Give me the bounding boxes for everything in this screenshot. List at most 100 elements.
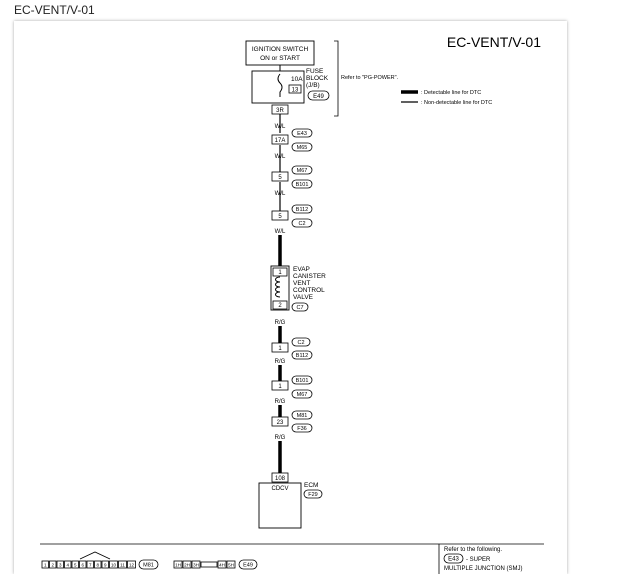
junction-5-pin-box (271, 380, 289, 391)
valve-connector: C7 (296, 305, 303, 311)
bottom-pin-a-9-box (101, 560, 109, 569)
bottom-pin-a-11: 11 (120, 563, 125, 568)
bottom-connector-a-pins: 1 2 3 4 5 6 7 8 9 10 11 12 (41, 560, 136, 569)
fuse-bracket (334, 40, 339, 117)
bottom-pin-a-5-box (71, 560, 79, 569)
bottom-pin-a-1-box (41, 560, 49, 569)
refer-following: Refer to the following. (444, 547, 502, 553)
junction-1-pin: 17A (275, 138, 286, 144)
junction-2-conn-a-oval (291, 165, 313, 175)
diagram-code: EC-VENT/V-01 (447, 34, 541, 50)
junction-6-pin: 23 (277, 420, 284, 426)
junction-1-pin-box (271, 134, 289, 145)
wire-color-4: W/L (275, 229, 286, 235)
junction-3-conn-b-oval (291, 218, 313, 228)
junction-2-conn-a: M67 (297, 168, 308, 174)
smj-text-1: - SUPER (466, 557, 491, 563)
ecm-box (258, 482, 302, 529)
ignition-label-1: IGNITION SWITCH (252, 46, 309, 53)
bottom-pin-a-2-box (49, 560, 57, 569)
fuse-block-label-1: FUSE (306, 68, 324, 75)
ignition-label-2: ON or START (260, 55, 300, 62)
wiring-diagram-sheet: EC-VENT/V-01 IGNITION SWITCH ON or START… (14, 21, 567, 574)
ecm-terminal: CDCV (271, 486, 288, 492)
junction-3-conn-a: B112 (296, 207, 308, 213)
bottom-connector-b-latch (200, 561, 218, 568)
junction-6-pin-box (271, 416, 289, 427)
junction-6-conn-b: F36 (297, 426, 306, 432)
junction-1-conn-b-oval (291, 142, 313, 152)
bottom-pin-a-7-box (86, 560, 94, 569)
junction-4-conn-b: B112 (296, 353, 308, 359)
valve-pin-top: 1 (278, 270, 282, 276)
bottom-pin-b-5-box (226, 560, 236, 569)
bottom-pin-a-11-box (118, 560, 127, 569)
bottom-connector-b-pins: 1H 2H 3H 4H 5H (173, 560, 236, 569)
smj-connector: E43 (448, 557, 459, 563)
fuse-symbol (277, 73, 283, 97)
bottom-pin-a-4: 4 (66, 563, 69, 568)
valve-coil-symbol (275, 276, 281, 298)
bottom-pin-b-3-box (191, 560, 201, 569)
junction-2-pin: 5 (278, 175, 282, 181)
valve-pin-bottom: 2 (278, 303, 282, 309)
bottom-connector-a-oval (138, 559, 159, 570)
wire-color-3: W/L (275, 191, 286, 197)
fuse-pin: 3R (276, 108, 284, 114)
bottom-pin-a-10-box (109, 560, 118, 569)
junction-5-conn-b: M67 (297, 392, 308, 398)
junction-5-pin: 1 (278, 384, 282, 390)
bottom-pin-a-8-box (94, 560, 102, 569)
bottom-pin-a-12: 12 (129, 563, 135, 568)
junction-2-conn-b: B101 (296, 182, 309, 188)
wire-color-8: R/G (275, 435, 286, 441)
junction-2-pin-box (271, 171, 289, 182)
bottom-pin-b-2: 2H (184, 563, 190, 568)
smj-connector-oval (443, 553, 464, 564)
junction-4-pin-box (271, 342, 289, 353)
bottom-pin-b-4: 4H (219, 563, 225, 568)
bottom-connector-b-oval (238, 559, 258, 570)
junction-6-conn-a-oval (291, 410, 313, 420)
junction-3-pin: 5 (278, 214, 282, 220)
junction-1-conn-a-oval (291, 128, 313, 138)
bottom-pin-a-10: 10 (111, 563, 117, 568)
ignition-switch-box (245, 40, 315, 66)
ecm-pin-box (271, 472, 289, 483)
wire-color-1: W/L (275, 124, 286, 130)
valve-body (270, 265, 290, 311)
fuse-connector: E49 (313, 94, 324, 100)
bottom-connector-a: M81 (143, 563, 154, 569)
bottom-pin-a-6-box (79, 560, 87, 569)
valve-label-5: VALVE (293, 294, 314, 301)
valve-label-3: VENT (293, 280, 310, 287)
bottom-pin-a-9: 9 (104, 563, 107, 568)
refer-pg-power: Refer to "PG-POWER". (341, 75, 399, 81)
fuse-block-label-2: BLOCK (306, 75, 329, 82)
bottom-pin-b-2-box (182, 560, 192, 569)
fuse-number: 13 (292, 88, 299, 94)
bottom-pin-a-12-box (127, 560, 136, 569)
ecm-label: ECM (304, 482, 318, 489)
valve-label-2: CANISTER (293, 273, 326, 280)
junction-3-pin-box (271, 210, 289, 221)
junction-4-pin: 1 (278, 346, 282, 352)
bottom-pin-a-1: 1 (44, 563, 47, 568)
bottom-pin-a-4-box (64, 560, 72, 569)
wire-color-2: W/L (275, 154, 286, 160)
smj-text-2: MULTIPLE JUNCTION (SMJ) (444, 566, 523, 572)
wire-color-7: R/G (275, 399, 286, 405)
bottom-pin-a-5: 5 (74, 563, 77, 568)
bottom-pin-a-7: 7 (89, 563, 92, 568)
junction-5-conn-a: B101 (296, 378, 309, 384)
bottom-connector-a-latch (79, 551, 111, 560)
junction-6-conn-a: M81 (297, 413, 308, 419)
junction-5-conn-a-oval (291, 375, 313, 385)
junction-5-conn-b-oval (291, 389, 313, 399)
fuse-number-box (288, 84, 302, 94)
bottom-pin-a-3: 3 (59, 563, 62, 568)
junction-1-conn-b: M65 (297, 145, 308, 151)
bottom-pin-b-4-box (217, 560, 227, 569)
ecm-connector-oval (303, 489, 323, 499)
wire-color-6: R/G (275, 359, 286, 365)
